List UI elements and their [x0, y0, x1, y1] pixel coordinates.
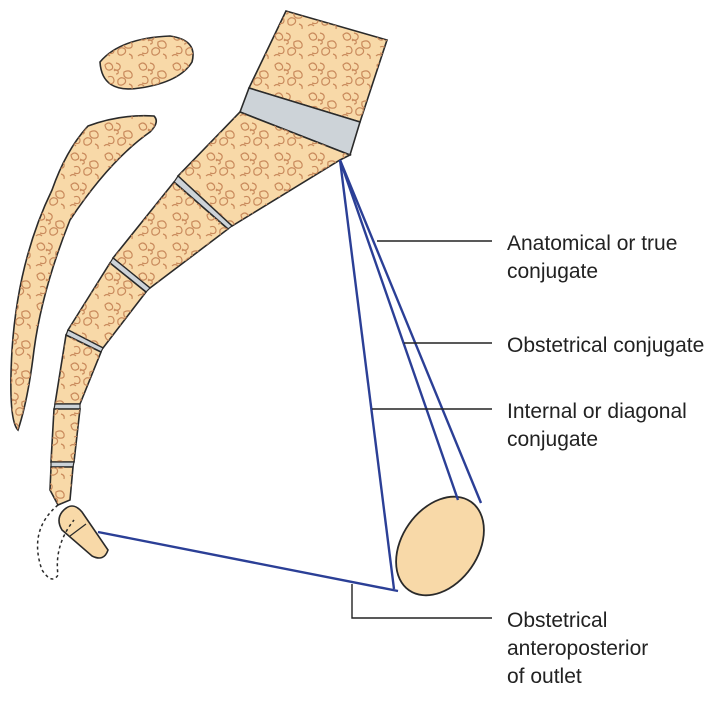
label-obstetrical-conjugate: Obstetrical conjugate [507, 332, 704, 360]
label-diagonal-conjugate: Internal or diagonal conjugate [507, 398, 687, 454]
diagonal-conjugate-line [338, 159, 396, 590]
anatomical-true-conjugate-line [338, 159, 483, 504]
label-line: anteroposterior [507, 637, 649, 660]
outlet-ap-line [97, 530, 399, 593]
label-line: conjugate [507, 260, 599, 283]
label-line: of outlet [507, 665, 582, 688]
pubic-symphysis [395, 495, 485, 597]
label-line: Internal or diagonal [507, 400, 687, 423]
obstetrical-conjugate-line [338, 159, 460, 501]
label-anatomical-true-conjugate: Anatomical or true conjugate [507, 230, 677, 286]
coccyx-dotted-outline [36, 504, 75, 580]
sacrum [36, 10, 389, 580]
label-line: Obstetrical [507, 609, 608, 632]
leader-lines [351, 240, 492, 619]
label-line: conjugate [507, 428, 599, 451]
label-outlet-ap: Obstetrical anteroposterior of outlet [507, 607, 648, 691]
label-line: Obstetrical conjugate [507, 334, 705, 357]
iliac-bones [10, 35, 194, 432]
leader-outlet [351, 584, 492, 619]
conjugate-lines [97, 159, 483, 593]
label-line: Anatomical or true [507, 232, 678, 255]
coccyx-tip [58, 505, 109, 559]
